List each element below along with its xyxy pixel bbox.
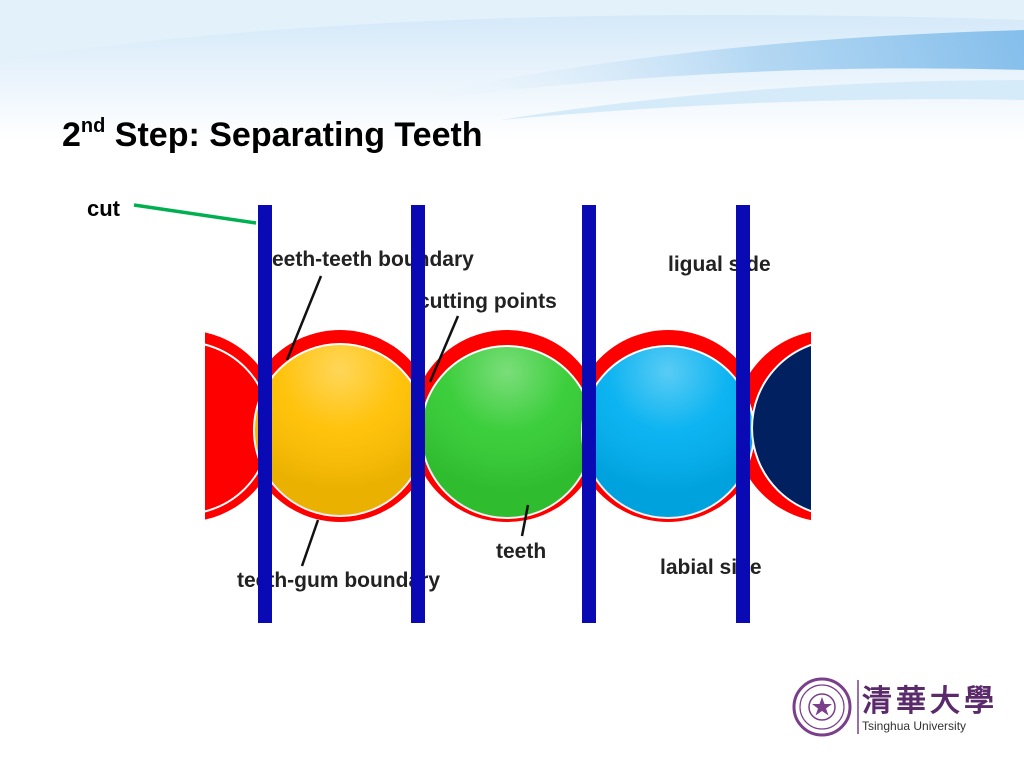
label-teeth-gum-boundary: teeth-gum boundary <box>237 569 440 592</box>
logo-english-name: Tsinghua University <box>862 719 967 733</box>
tooth-shine <box>254 344 426 516</box>
cut-pointer-line <box>133 203 257 225</box>
cut-line-3 <box>582 205 596 623</box>
pointer-cutting-points <box>428 315 460 383</box>
cut-line-1 <box>258 205 272 623</box>
tooth-shine <box>421 346 593 518</box>
label-teeth: teeth <box>496 540 546 563</box>
pointer-teeth-teeth-boundary <box>285 275 323 361</box>
tooth-shine <box>582 346 754 518</box>
cut-line-2 <box>411 205 425 623</box>
cut-line-4 <box>736 205 750 623</box>
tooth-navy <box>751 343 811 513</box>
title-ordinal-suffix: nd <box>80 114 106 137</box>
pointer-teeth <box>520 504 530 537</box>
cut-label: cut <box>87 196 120 221</box>
label-ligual-side: ligual side <box>668 253 771 276</box>
logo-chinese-name: 清華大學 <box>862 684 998 719</box>
label-teeth-teeth-boundary: teeth-teeth boundary <box>265 248 474 271</box>
slide-title: 2nd Step: Separating Teeth <box>62 114 483 155</box>
background-swoosh <box>0 0 1024 140</box>
title-text: Step: Separating Teeth <box>105 116 483 154</box>
title-ordinal: 2 <box>62 116 81 154</box>
tooth-red <box>205 343 271 513</box>
tsinghua-seal <box>792 677 859 737</box>
pointer-teeth-gum-boundary <box>300 519 320 567</box>
label-cutting-points: cutting points <box>418 290 557 313</box>
